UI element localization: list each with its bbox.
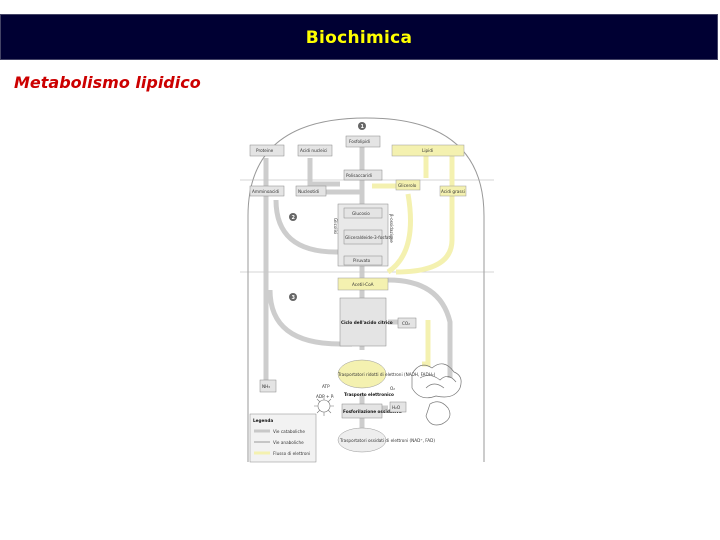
label-lipidi: Lipidi [422,148,433,153]
lipid-pathway-arrows [372,156,455,367]
label-adp: ADP + Pᵢ [316,394,334,399]
side-label-glicolisi: Glicolisi [333,218,338,234]
label-glicerolo: Glicerolo [398,183,417,188]
box-gliceraldeide [343,229,383,245]
label-trasportatori: Trasportatori ridotti di elettroni (NADH… [337,372,436,377]
box-proteine [249,144,285,157]
protein-structure-illustration [411,363,462,426]
label-proteine: Proteine [256,148,274,153]
box-piruvato [343,255,383,266]
page-title: Biochimica [305,28,413,48]
label-glucosio: Glucosio [352,211,370,216]
stage-3-number: 3 [292,295,296,301]
label-atp: ATP [322,384,330,389]
stage-3-marker [289,293,297,301]
box-nh3 [259,379,277,393]
label-acidi-nucleici: Acidi nucleici [300,148,327,153]
label-acidi-grassi: Acidi grassi [441,189,465,194]
label-fosforilazione: Fosforilazione ossidativa [343,409,402,414]
box-lipidi [391,144,465,157]
label-o2: O₂ [390,386,395,391]
stage-2-number: 2 [292,215,296,221]
box-trasportatori [337,359,387,389]
label-fosfolipidi: Fosfolipidi [349,139,370,144]
atp-synthase-illustration [314,396,334,416]
label-trasporto: Trasporto elettronico [344,392,394,397]
label-piruvato: Piruvato [353,258,371,263]
label-nh3: NH₃ [262,384,270,389]
label-ciclo: Ciclo dell'acido citrico [341,320,393,325]
label-acetil-coa: Acetil-CoA [352,282,374,287]
box-fosforilazione [341,403,383,419]
stage-1-marker [358,122,366,130]
legend-item-catabolic: Vie cataboliche [273,429,305,434]
box-nucleotidi [295,185,327,197]
box-ciclo [339,297,387,347]
box-acetil-coa [337,277,389,291]
slide-subtitle: Metabolismo lipidico [14,73,201,92]
title-bar: Biochimica [0,14,718,60]
label-h2o: H₂O [392,405,401,410]
legend-title: Legenda [253,418,273,423]
box-acidi-grassi [439,185,467,197]
label-gliceraldeide: Gliceraldeide-3-fosfato [345,235,393,240]
label-trasportatori-ox: Trasportatori ossidati di elettroni (NAD… [339,438,435,443]
box-glucosio [343,207,383,219]
box-fosfolipidi [345,135,381,148]
box-glicerolo [395,179,421,191]
legend-item-anabolic: Vie anaboliche [273,440,304,445]
legend-item-electrons: Flusso di elettroni [273,451,310,456]
label-aminoacidi: Amminoacidi [252,189,279,194]
box-h2o [389,401,407,413]
box-co2 [397,317,417,329]
stage-1-number: 1 [361,124,365,130]
box-trasportatori-ox [337,427,387,453]
stage-2-marker [289,213,297,221]
side-label-beta-ossidazione: β-ossidazione [389,214,394,243]
box-acidi-nucleici [297,144,333,157]
label-nucleotidi: Nucleotidi [298,189,319,194]
label-co2: CO₂ [402,321,410,326]
metabolism-diagram: 1 2 3 Fosfolipidi Lipidi Proteine Acidi … [240,117,494,463]
label-polisaccaridi: Polisaccaridi [346,173,372,178]
box-polisaccaridi [343,169,383,181]
cell-outline [247,117,485,462]
box-aminoacidi [249,185,285,197]
